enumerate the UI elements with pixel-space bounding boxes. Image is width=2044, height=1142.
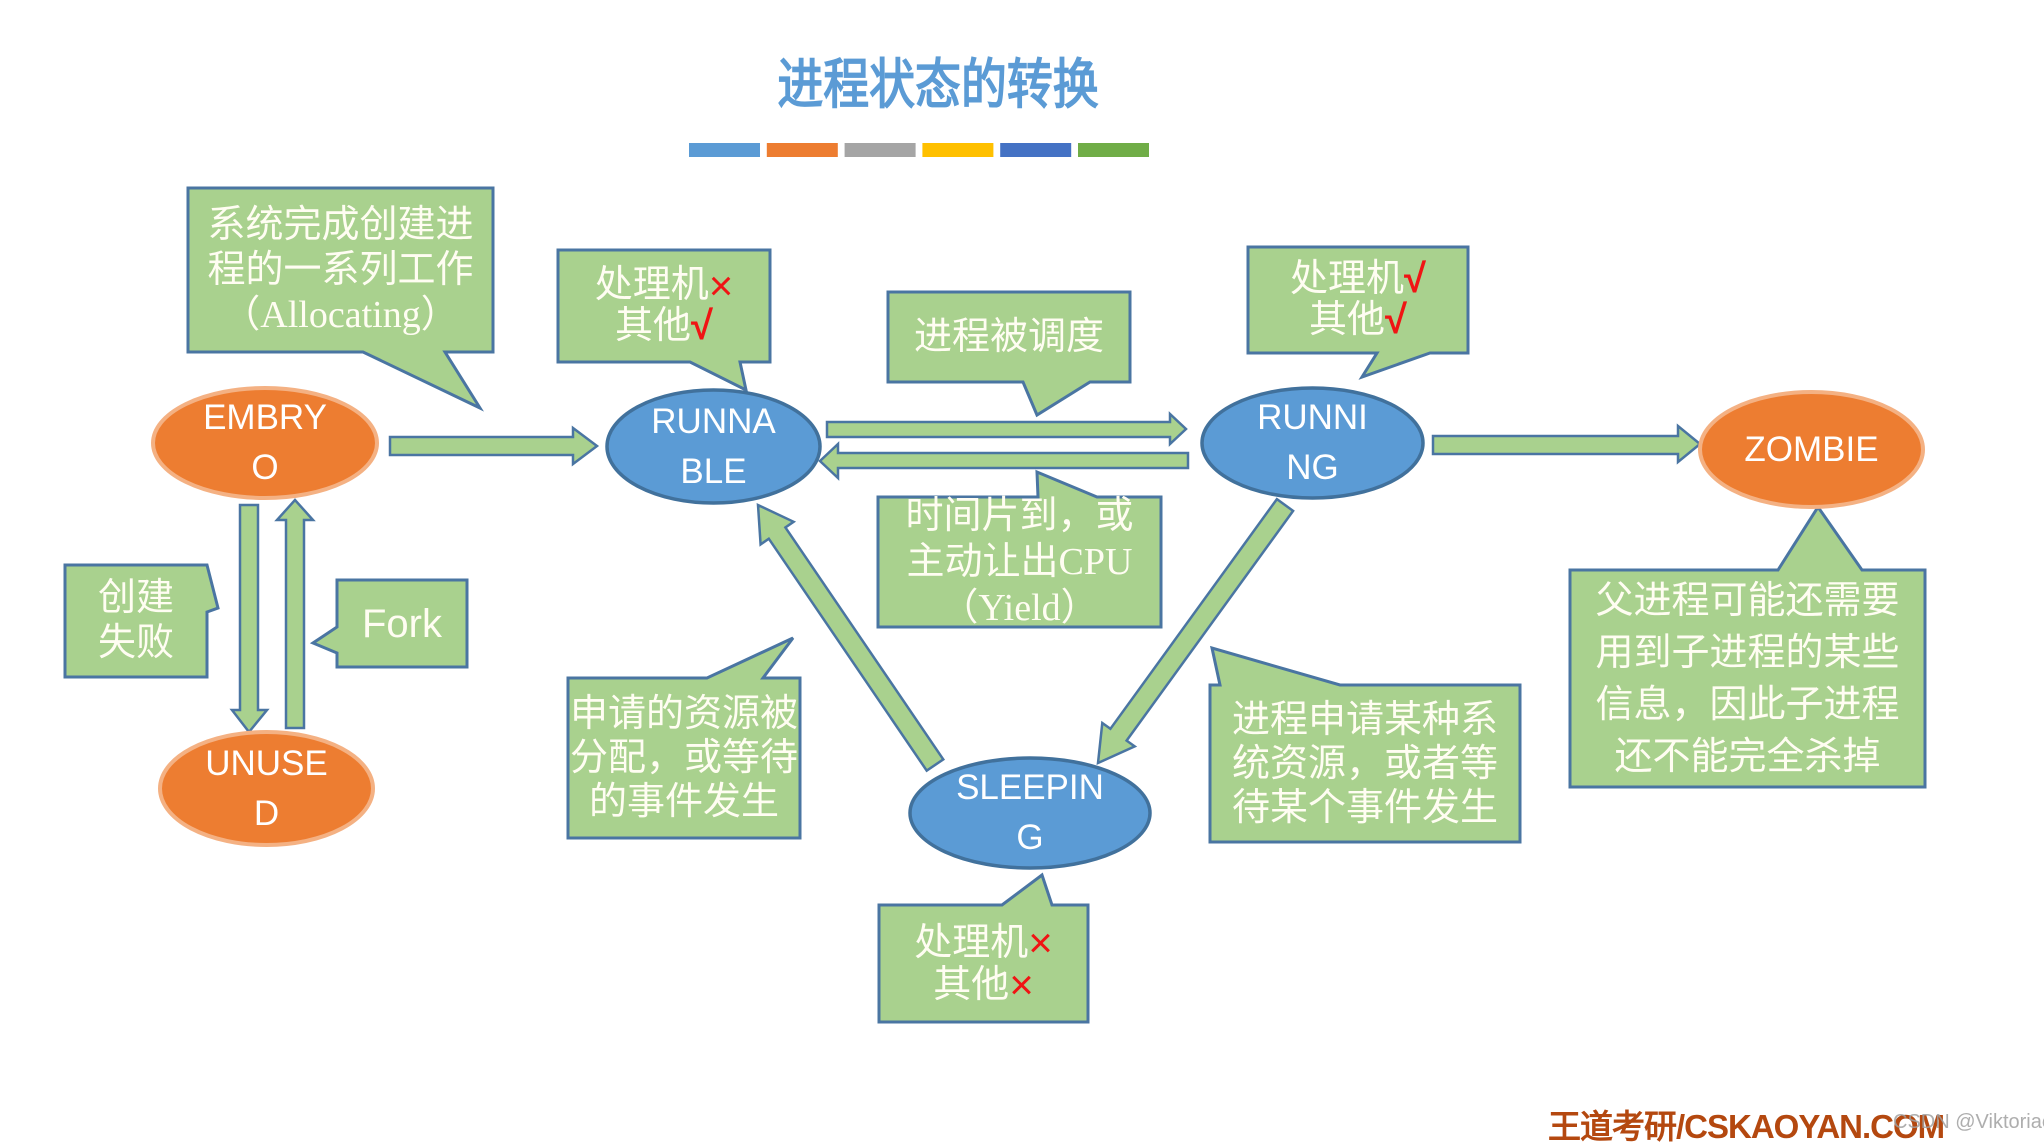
ellipse-embryo <box>151 386 379 500</box>
callout-text-create-fail: 创建 失败 <box>97 577 174 664</box>
arrows <box>229 411 1702 773</box>
callout-text-allocating: 系统完成创建进 程的一系列工作 （Allocating） <box>207 203 474 336</box>
callout-text-sleeping-note: 处理机× 其他× <box>914 918 1053 1008</box>
legend-bar-5 <box>1000 143 1072 157</box>
arrow-runnable-to-running <box>825 411 1188 447</box>
arrow-running-to-sleeping <box>1096 497 1295 766</box>
callout-text-scheduled: 进程被调度 <box>913 316 1104 358</box>
callout-fork <box>309 578 469 669</box>
ellipse-unused <box>158 730 375 847</box>
check-mark: √ <box>1385 298 1407 342</box>
check-mark: √ <box>691 304 713 348</box>
callout-create-fail <box>63 563 220 679</box>
callout-text-resource-ready: 申请的资源被 分配，或等待 的事件发生 <box>569 693 798 823</box>
arrow-running-to-runnable <box>818 441 1190 481</box>
state-label-sleeping: SLEEPIN G <box>956 768 1104 857</box>
slide-title: 进程状态的转换 <box>777 55 1099 115</box>
state-ellipses <box>151 386 1925 870</box>
callout-text-request-resource: 进程申请某种系 统资源，或者等 待某个事件发生 <box>1231 698 1498 829</box>
legend-bar-3 <box>844 143 916 157</box>
callouts <box>63 186 1927 1024</box>
callout-text-zombie-note: 父进程可能还需要 用到子进程的某些 信息，因此子进程 还不能完全杀掉 <box>1595 579 1900 778</box>
callout-request-resource <box>1208 645 1522 844</box>
callout-text-running-note: 处理机√ 其他√ <box>1290 257 1426 342</box>
callout-allocating <box>186 186 495 412</box>
callout-text-yield: 时间片到，或 主动让出CPU （Yield） <box>905 495 1134 629</box>
arrow-unused-to-embryo <box>274 498 316 730</box>
arrow-sleeping-to-runnable <box>756 502 946 773</box>
legend-bar-1 <box>689 143 760 157</box>
state-label-unused: UNUSE D <box>205 743 328 833</box>
callout-yield <box>876 469 1163 629</box>
state-label-zombie: ZOMBIE <box>1744 429 1879 469</box>
watermark-text: CSDN @Viktoriae <box>1893 1111 2044 1133</box>
callout-running-note <box>1246 245 1470 380</box>
state-label-running: RUNNI NG <box>1257 398 1368 487</box>
legend-bars <box>689 143 1149 157</box>
cross-mark: × <box>708 262 734 309</box>
callout-sleeping-note <box>877 872 1090 1024</box>
state-label-runnable: RUNNA BLE <box>651 401 776 491</box>
arrow-embryo-to-unused <box>229 503 270 735</box>
legend-bar-6 <box>1078 143 1149 157</box>
callout-scheduled <box>886 290 1132 418</box>
callout-text-fork: Fork <box>362 601 442 646</box>
brand-text: 王道考研/CSKAOYAN.COM <box>1548 1108 1945 1142</box>
ellipse-running <box>1200 386 1425 500</box>
cross-mark: × <box>1028 918 1053 966</box>
ellipse-zombie <box>1698 390 1925 509</box>
callout-runnable-note <box>556 248 772 393</box>
legend-bar-4 <box>922 143 994 157</box>
callout-text-runnable-note: 处理机× 其他√ <box>594 262 734 348</box>
arrow-running-to-zombie <box>1431 423 1702 465</box>
check-mark: √ <box>1404 257 1426 301</box>
ellipse-sleeping <box>908 756 1152 870</box>
ellipse-runnable <box>605 388 822 505</box>
arrow-embryo-to-runnable <box>388 425 600 467</box>
legend-bar-2 <box>766 143 838 157</box>
cross-mark: × <box>1009 960 1034 1008</box>
state-label-embryo: EMBRY O <box>203 398 327 487</box>
callout-zombie-note <box>1568 504 1927 789</box>
callout-resource-ready <box>566 636 802 840</box>
